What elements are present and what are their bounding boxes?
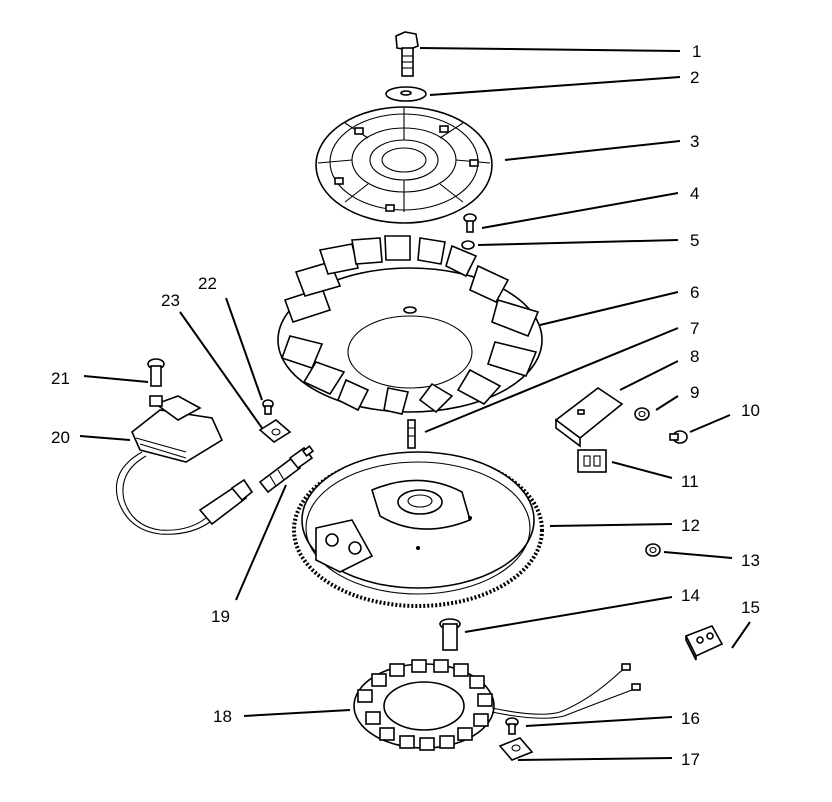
part-22-screw xyxy=(262,399,274,415)
callout-22: 22 xyxy=(198,274,217,293)
part-9-lockwasher xyxy=(634,407,650,421)
part-19-spark-plug xyxy=(258,445,315,494)
callout-12: 12 xyxy=(681,516,700,535)
part-17-clamp xyxy=(498,737,534,761)
part-14-bolt xyxy=(439,618,461,651)
callout-15: 15 xyxy=(741,598,760,617)
callout-5: 5 xyxy=(690,231,699,250)
callout-19: 19 xyxy=(211,607,230,626)
part-5-nut xyxy=(461,240,475,250)
part-15-connector xyxy=(684,625,724,661)
callout-1: 1 xyxy=(692,42,701,61)
part-10-screw xyxy=(669,430,688,444)
part-21-screw xyxy=(147,358,165,387)
part-7-pin xyxy=(407,419,416,449)
part-8-rectifier xyxy=(554,387,624,448)
part-11-connector xyxy=(577,449,607,473)
callout-23: 23 xyxy=(161,291,180,310)
part-16-screw xyxy=(505,717,519,735)
part-12-flywheel xyxy=(292,451,544,608)
callout-labels: 1 2 3 4 5 6 7 8 9 10 11 12 13 14 15 16 1… xyxy=(51,42,760,769)
part-20-ignition-module xyxy=(115,395,254,535)
callout-2: 2 xyxy=(690,68,699,87)
part-23-clip xyxy=(258,419,292,443)
callout-16: 16 xyxy=(681,709,700,728)
leader-lines xyxy=(79,47,751,761)
part-18-stator xyxy=(353,659,641,751)
part-13-washer xyxy=(645,543,661,557)
callout-14: 14 xyxy=(681,586,700,605)
part-4-screw xyxy=(463,213,477,233)
callout-17: 17 xyxy=(681,750,700,769)
callout-21: 21 xyxy=(51,369,70,388)
callout-3: 3 xyxy=(690,132,699,151)
part-3-grass-screen xyxy=(315,106,493,224)
callout-11: 11 xyxy=(681,472,699,491)
callout-9: 9 xyxy=(690,383,699,402)
callout-4: 4 xyxy=(690,184,699,203)
callout-6: 6 xyxy=(690,283,699,302)
callout-20: 20 xyxy=(51,428,70,447)
part-2-washer xyxy=(385,86,427,102)
callout-8: 8 xyxy=(690,347,699,366)
part-6-fan xyxy=(277,235,543,415)
callout-18: 18 xyxy=(213,707,232,726)
callout-10: 10 xyxy=(741,401,760,420)
callout-13: 13 xyxy=(741,551,760,570)
part-1-bolt xyxy=(395,31,419,77)
callout-7: 7 xyxy=(690,319,699,338)
